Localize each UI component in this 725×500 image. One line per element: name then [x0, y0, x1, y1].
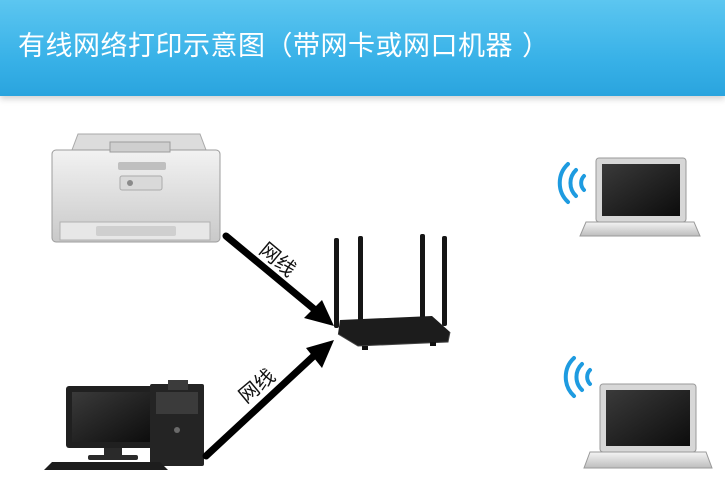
laptop-icon — [580, 158, 700, 236]
cable-label-printer: 网线 — [255, 237, 301, 281]
cable-label-desktop: 网线 — [234, 364, 280, 408]
laptop-icon — [584, 384, 712, 468]
wifi-signal-icon — [566, 358, 590, 396]
laser-printer-icon — [52, 134, 220, 242]
cable-arrow-desktop — [206, 340, 334, 456]
desktop-computer-icon — [44, 380, 204, 470]
wireless-router-icon — [334, 234, 450, 350]
wifi-signal-icon — [560, 164, 584, 202]
